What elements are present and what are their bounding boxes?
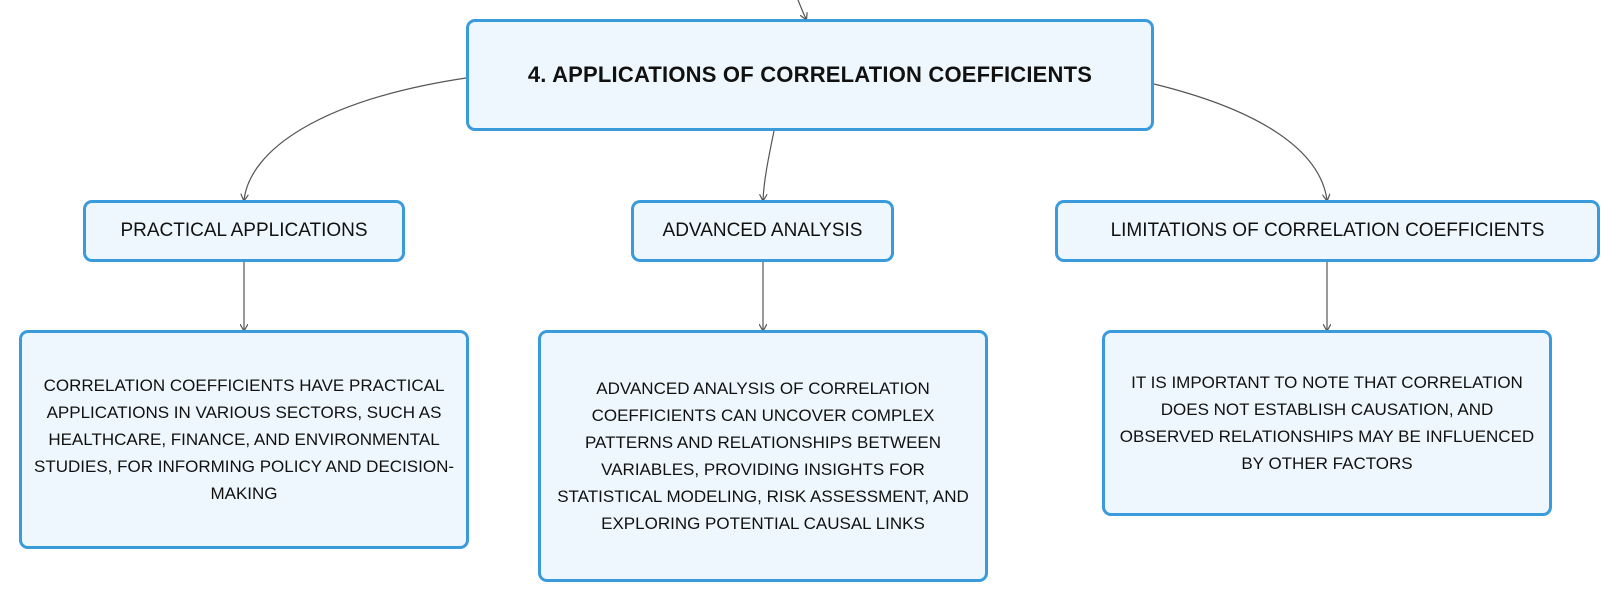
leaf-node-practical-applications[interactable]: CORRELATION COEFFICIENTS HAVE PRACTICAL … <box>19 330 469 549</box>
branch-node-label: PRACTICAL APPLICATIONS <box>120 220 368 241</box>
root-node-label: 4. APPLICATIONS OF CORRELATION COEFFICIE… <box>527 62 1093 87</box>
branch-node-limitations[interactable]: LIMITATIONS OF CORRELATION COEFFICIENTS <box>1055 200 1600 262</box>
incoming-connector <box>797 0 806 19</box>
branch-node-practical-applications[interactable]: PRACTICAL APPLICATIONS <box>83 200 405 262</box>
branch-node-label: ADVANCED ANALYSIS <box>662 220 863 241</box>
leaf-node-advanced-analysis[interactable]: ADVANCED ANALYSIS OF CORRELATION COEFFIC… <box>538 330 988 582</box>
connector-root-to-advanced <box>763 130 775 200</box>
leaf-node-limitations[interactable]: IT IS IMPORTANT TO NOTE THAT CORRELATION… <box>1102 330 1552 516</box>
leaf-node-text: CORRELATION COEFFICIENTS HAVE PRACTICAL … <box>34 376 455 503</box>
branch-node-label: LIMITATIONS OF CORRELATION COEFFICIENTS <box>1110 220 1545 241</box>
leaf-node-text: ADVANCED ANALYSIS OF CORRELATION COEFFIC… <box>557 379 969 533</box>
leaf-node-text: IT IS IMPORTANT TO NOTE THAT CORRELATION… <box>1119 373 1535 473</box>
connector-root-to-limitations <box>1153 83 1327 200</box>
root-node[interactable]: 4. APPLICATIONS OF CORRELATION COEFFICIE… <box>466 19 1154 131</box>
connector-root-to-practical <box>244 77 467 200</box>
branch-node-advanced-analysis[interactable]: ADVANCED ANALYSIS <box>631 200 894 262</box>
